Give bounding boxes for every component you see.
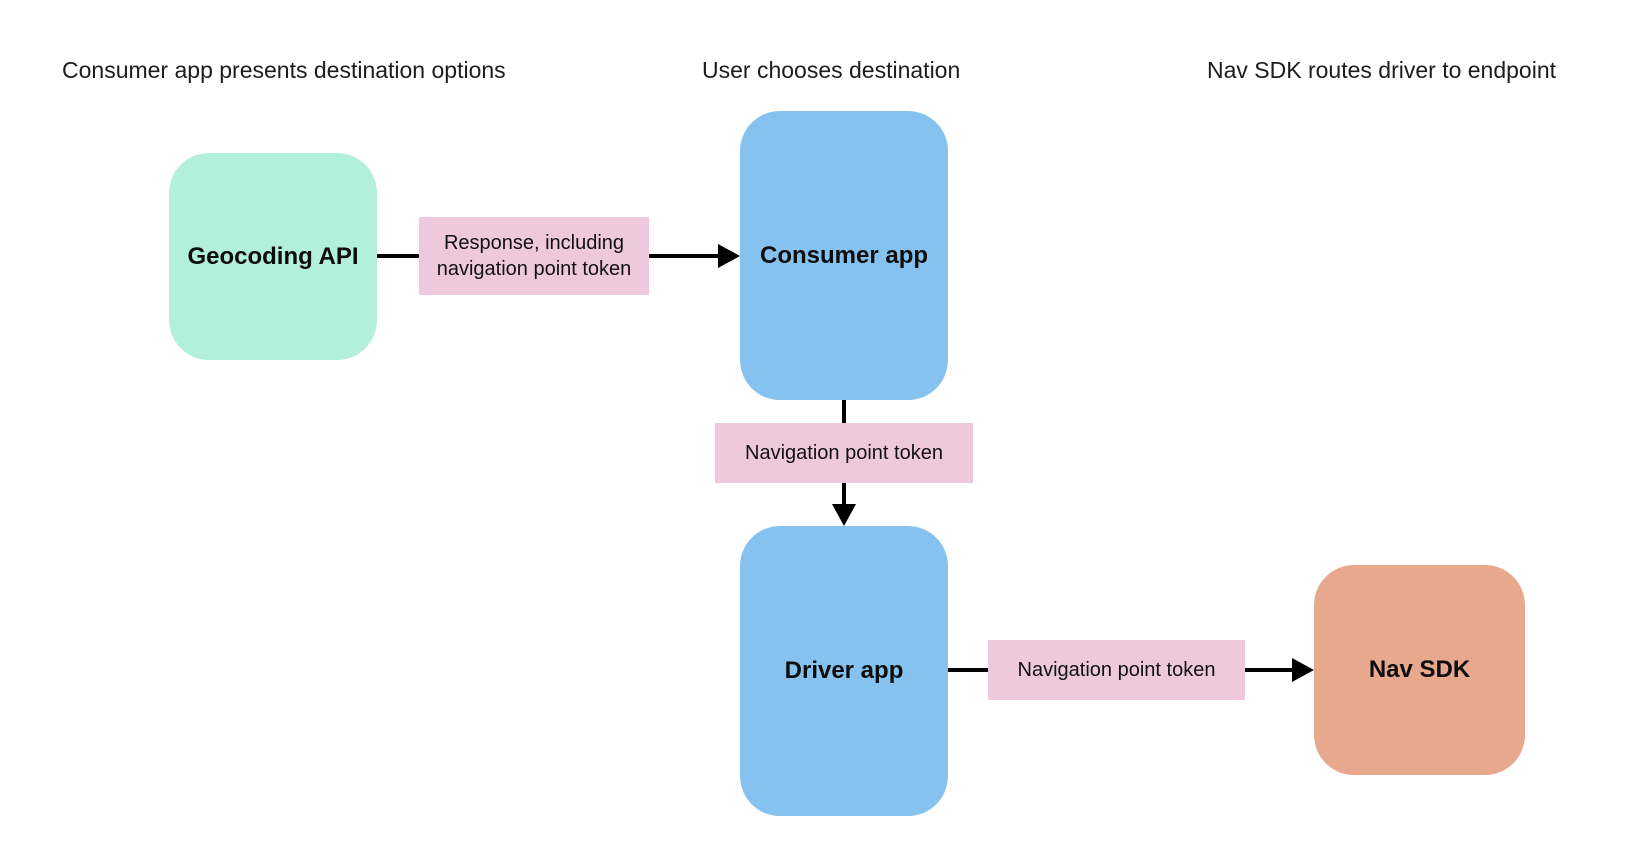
- edge-label-response-including-token: Response, including navigation point tok…: [419, 217, 649, 295]
- connector-geocoding-to-label: [377, 254, 419, 258]
- node-nav-sdk-label: Nav SDK: [1368, 656, 1471, 683]
- phase-label-consumer-presents: Consumer app presents destination option…: [62, 57, 506, 83]
- connector-driver-to-label: [948, 668, 988, 672]
- arrowhead-down-icon: [832, 504, 856, 526]
- node-consumer-app: Consumer app: [740, 111, 948, 400]
- node-nav-sdk: Nav SDK: [1314, 565, 1525, 775]
- connector-label-to-consumer: [649, 254, 718, 258]
- arrowhead-right-icon: [718, 244, 740, 268]
- arrowhead-right-icon: [1292, 658, 1314, 682]
- node-consumer-app-label: Consumer app: [759, 241, 929, 269]
- connector-label-to-driver: [842, 483, 846, 504]
- node-driver-app: Driver app: [740, 526, 948, 816]
- edge-label-navigation-point-token-horizontal: Navigation point token: [988, 640, 1245, 700]
- connector-label-to-navsdk: [1245, 668, 1292, 672]
- phase-label-user-chooses: User chooses destination: [702, 57, 961, 83]
- edge-label-navigation-point-token-vertical: Navigation point token: [715, 423, 973, 483]
- node-driver-app-label: Driver app: [784, 657, 904, 684]
- phase-label-nav-sdk-routes: Nav SDK routes driver to endpoint: [1207, 57, 1557, 83]
- connector-consumer-to-label: [842, 400, 846, 423]
- node-geocoding-api: Geocoding API: [169, 153, 377, 360]
- node-geocoding-api-label: Geocoding API: [187, 242, 359, 270]
